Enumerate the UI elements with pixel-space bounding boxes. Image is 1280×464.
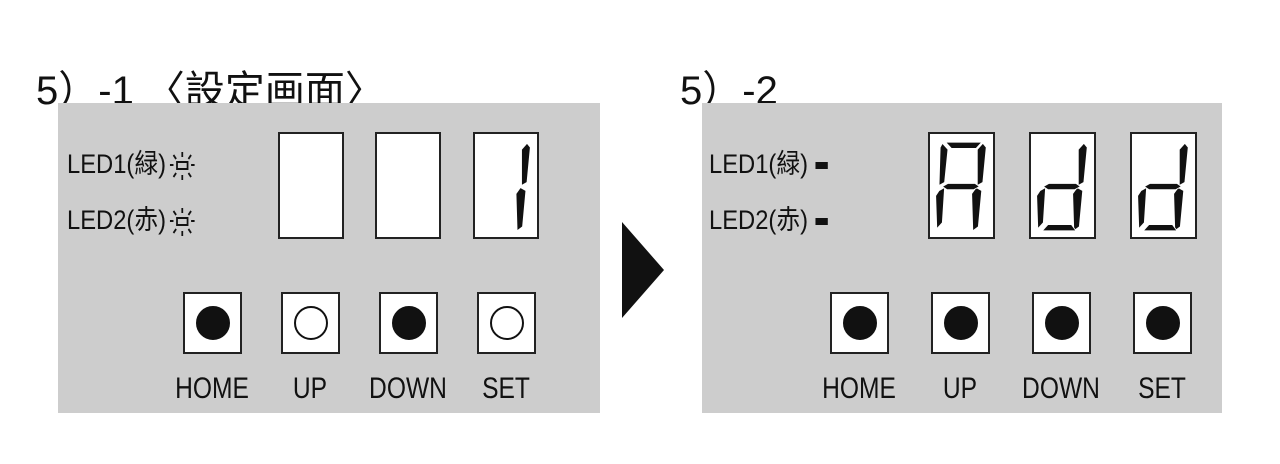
step1-led2: LED2(赤) [67,198,198,237]
step2-digit-2 [1029,132,1096,239]
step1-digit-1 [278,132,344,239]
button-indicator-icon [842,306,877,340]
button-indicator-icon [293,306,328,340]
segment-f [938,142,949,187]
segment-c [1072,187,1084,232]
led2-label: LED2(赤) [709,205,809,235]
segment-b [1178,142,1189,187]
button-indicator-icon [1044,306,1079,340]
up-label: UP [942,372,978,405]
home-label: HOME [175,372,249,405]
segment-c [971,187,983,232]
led-off-icon [815,162,828,170]
led1-label: LED1(緑) [709,149,809,179]
step1-led1: LED1(緑) [67,142,198,181]
set-label: SET [1138,372,1186,405]
segment-b [1077,142,1088,187]
step1-set-button[interactable] [477,292,536,354]
segment-e [1036,186,1047,230]
step1-down-button[interactable] [379,292,438,354]
segment-e [935,186,946,230]
step2-up-button[interactable] [931,292,990,354]
segment-e [1137,186,1148,230]
step2-led2: LED2(赤) [709,198,828,237]
led-off-icon [815,218,828,226]
segment-d [1142,224,1178,232]
segment-b [521,142,531,187]
blinking-led-icon [169,151,195,180]
step2-down-button[interactable] [1032,292,1091,354]
step2-led1: LED1(緑) [709,142,828,181]
step2-set-button[interactable] [1133,292,1192,354]
button-indicator-icon [943,306,978,340]
down-label: DOWN [1022,372,1100,405]
button-indicator-icon [489,306,524,340]
led1-label: LED1(緑) [67,149,167,179]
step2-home-button[interactable] [830,292,889,354]
right-triangle-icon [622,222,664,318]
segment-g [941,183,981,191]
step2-digit-3 [1130,132,1197,239]
button-indicator-icon [195,306,230,340]
segment-g [1042,183,1082,191]
segment-a [944,141,983,149]
button-indicator-icon [391,306,426,340]
set-label: SET [482,372,530,405]
segment-c [1173,187,1185,232]
up-label: UP [292,372,328,405]
segment-g [1143,183,1183,191]
step1-home-button[interactable] [183,292,242,354]
step1-digit-3 [473,132,539,239]
step1-up-button[interactable] [281,292,340,354]
segment-c [515,187,527,232]
segment-b [976,142,987,187]
home-label: HOME [822,372,896,405]
button-indicator-icon [1145,306,1180,340]
blinking-led-icon [169,207,195,236]
step1-digit-2 [375,132,441,239]
segment-d [1041,224,1077,232]
led2-label: LED2(赤) [67,205,167,235]
down-label: DOWN [369,372,447,405]
step2-digit-1 [928,132,995,239]
